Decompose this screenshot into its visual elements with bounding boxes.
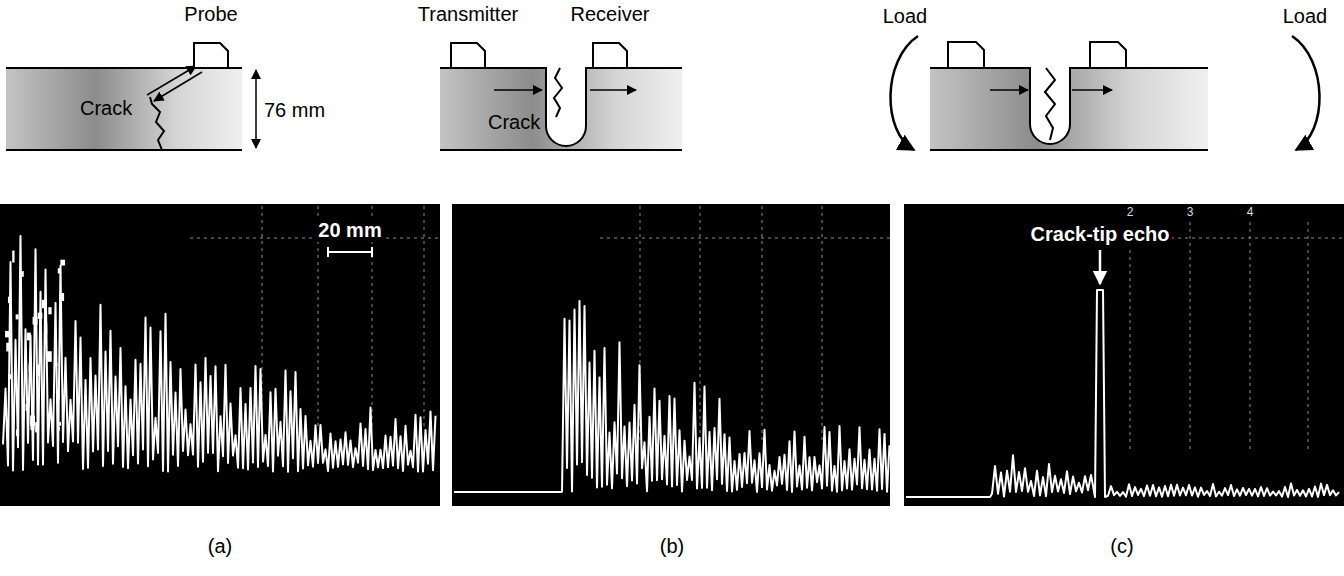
scale-bar-tick: [327, 247, 329, 257]
probe-symbol: [948, 42, 984, 68]
signal-speck: [58, 422, 61, 426]
probe-shape: [194, 43, 228, 68]
probe-outline: [450, 42, 486, 68]
signal-speck: [12, 251, 14, 263]
panel-label: (a): [208, 534, 232, 558]
probe-box: Receiver: [570, 2, 651, 68]
signal-speck: [44, 323, 47, 335]
signal-speck: [42, 300, 47, 308]
signal-speck: [16, 429, 19, 436]
panel-label: (c): [1110, 534, 1133, 558]
probe-outline: [193, 42, 229, 68]
signal-speck: [47, 351, 52, 362]
signal-speck: [38, 313, 43, 319]
signal-speck: [30, 419, 34, 430]
probe-name: Transmitter: [417, 2, 520, 26]
signal-speck: [48, 307, 51, 314]
load-label: Load: [1283, 4, 1328, 28]
panel-c-schematic: [890, 36, 1319, 150]
plate-outline: [930, 68, 1208, 150]
signal-speck: [58, 268, 61, 273]
signal-trace: [3, 236, 436, 472]
signal-speck: [35, 422, 37, 432]
probe-box: Transmitter: [417, 2, 520, 68]
plate-outline: [6, 68, 242, 150]
signal-speck: [37, 365, 39, 376]
crack-line: [554, 68, 562, 117]
load-label: Load: [883, 4, 928, 28]
signal-speck: [8, 297, 11, 303]
notched-plate: [930, 68, 1208, 150]
beam-arrow: [1072, 89, 1112, 91]
signal-speck: [8, 374, 12, 379]
oscilloscope-screen: [452, 204, 890, 506]
panel-a-schematic: [6, 66, 256, 150]
beam-arrow: [494, 89, 542, 91]
grid-line: [1130, 222, 1131, 450]
scale-label: 20 mm: [315, 218, 384, 242]
beam-arrow: [154, 72, 202, 101]
plate-outline: [440, 68, 682, 150]
screen-grid: [190, 206, 1344, 450]
signal-speck: [26, 404, 29, 411]
probe-shape: [593, 43, 627, 68]
grid-line: [762, 206, 763, 440]
signal-traces: [3, 236, 1339, 497]
grid-number: 3: [1186, 205, 1195, 219]
probe-box: Probe: [183, 2, 239, 68]
echo-pointer-arrow: [1099, 250, 1102, 284]
grid-line: [1308, 222, 1309, 450]
scale-bar: [328, 247, 372, 257]
probe-outline: [592, 42, 628, 68]
grid-line: [1250, 222, 1251, 450]
load-arrow: [890, 36, 918, 150]
panel-label: (b): [660, 534, 684, 558]
probe-name: Receiver: [570, 2, 651, 26]
signal-trace: [906, 290, 1339, 497]
dimension-label: 76 mm: [264, 98, 325, 122]
signal-speck: [33, 317, 38, 325]
signal-speck: [60, 260, 65, 266]
notched-plate: [440, 68, 682, 150]
panel-b-schematic: [440, 68, 682, 150]
steel-plate: [6, 68, 242, 150]
crack-line: [1045, 68, 1055, 140]
grid-line: [1190, 222, 1191, 450]
crack-label: Crack: [80, 96, 132, 120]
oscilloscope-screen: [904, 204, 1344, 506]
probe-name: Probe: [183, 2, 239, 26]
echo-callout: Crack-tip echo: [1028, 222, 1173, 246]
signal-speck: [55, 363, 57, 366]
signal-speck: [5, 331, 10, 337]
signal-speck: [27, 333, 31, 341]
signal-speck: [16, 314, 19, 319]
signal-speck: [29, 364, 31, 373]
signal-speck: [56, 390, 59, 399]
grid-line: [700, 206, 701, 440]
grid-line: [424, 206, 425, 430]
grid-line: [822, 206, 823, 440]
load-arrow: [1292, 36, 1320, 150]
signal-speck: [6, 343, 10, 352]
signal-speck: [57, 427, 60, 431]
probe-shape: [451, 43, 485, 68]
crack-label: Crack: [488, 110, 540, 134]
probe-symbol: [1090, 42, 1126, 68]
scale-bar-line: [328, 251, 372, 253]
grid-number: 4: [1246, 205, 1255, 219]
beam-arrow: [990, 89, 1028, 91]
grid-line: [600, 238, 890, 239]
signal-speck: [20, 271, 24, 277]
dimension-arrow: [255, 70, 257, 148]
grid-number: 2: [1126, 205, 1135, 219]
beam-arrow: [590, 89, 636, 91]
crack-line: [150, 97, 164, 150]
oscilloscope-screen: [0, 204, 440, 506]
signal-trace: [454, 301, 890, 492]
scale-bar-tick: [371, 247, 373, 257]
signal-speck: [59, 293, 64, 301]
